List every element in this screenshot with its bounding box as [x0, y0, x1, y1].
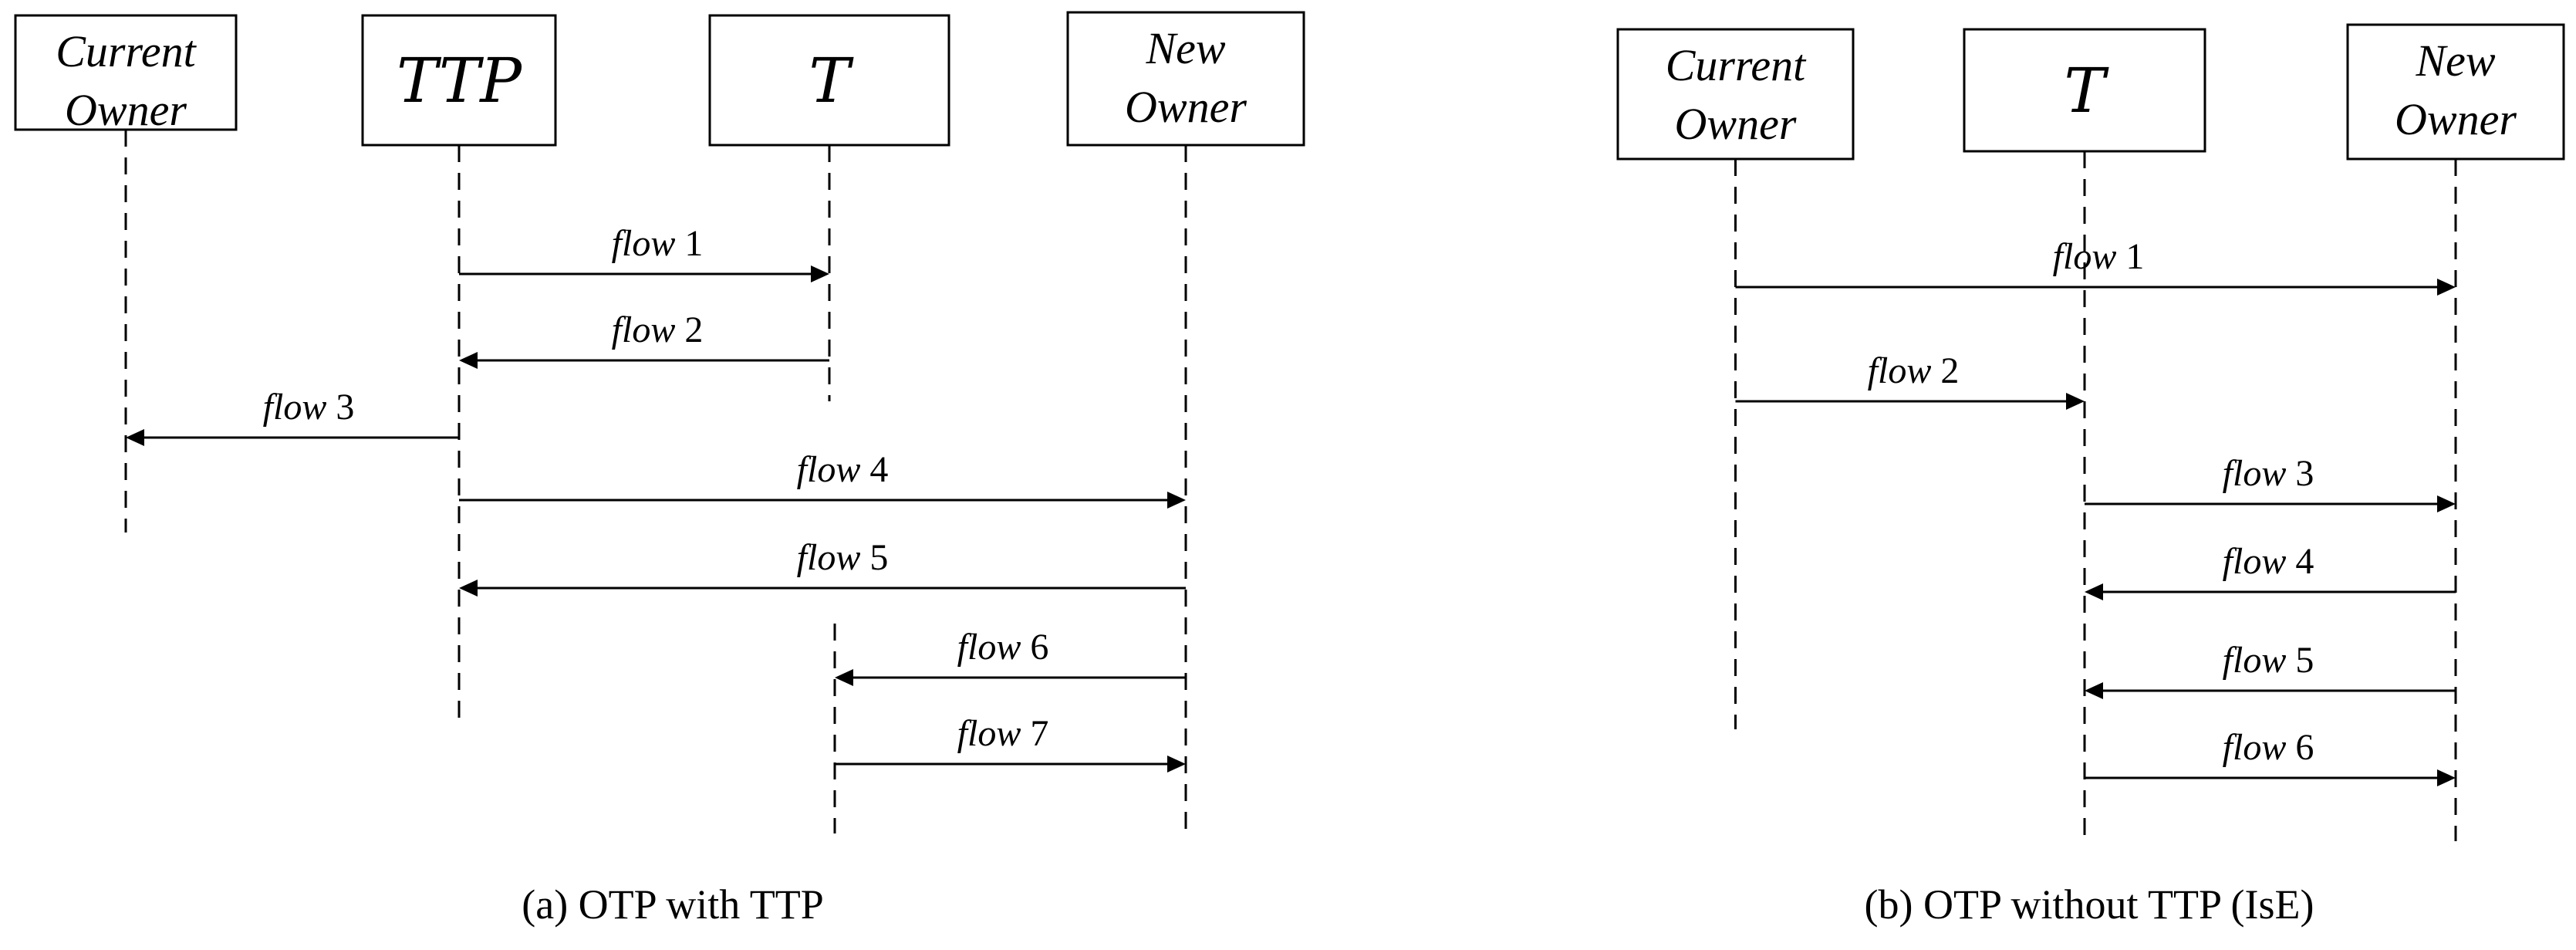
actor-label-line: Current	[1666, 40, 1807, 90]
flow-message: flow 4	[459, 449, 1186, 509]
flow-message: flow 3	[2085, 453, 2456, 512]
flow-message: flow 1	[1735, 236, 2456, 296]
actor-label: T	[2064, 55, 2109, 127]
flow-label: flow 3	[263, 387, 355, 428]
actor-label-line: Owner	[1125, 82, 1247, 132]
actor-box	[14, 14, 238, 131]
flow-label: flow 4	[2223, 541, 2314, 582]
flow-label: flow 7	[957, 713, 1049, 754]
flow-label: flow 2	[1868, 350, 1960, 391]
actor-box	[1066, 11, 1305, 147]
actor-label-line: Owner	[1675, 99, 1797, 149]
flow-arrowhead	[1167, 756, 1186, 773]
actor-t: T	[1963, 28, 2206, 153]
flow-arrowhead	[2437, 495, 2456, 512]
flow-message: flow 6	[835, 627, 1186, 686]
flow-arrowhead	[2437, 279, 2456, 296]
flow-message: flow 2	[459, 309, 829, 369]
flow-arrowhead	[459, 352, 478, 369]
flow-message: flow 1	[459, 223, 829, 282]
actor-label-line: Owner	[2395, 94, 2517, 144]
actor-box	[361, 14, 557, 147]
flow-arrowhead	[1167, 492, 1186, 509]
actor-label: T	[809, 45, 854, 117]
actor-label: TTP	[397, 45, 522, 117]
flow-message: flow 2	[1735, 350, 2085, 410]
flow-message: flow 6	[2085, 727, 2456, 786]
actor-label-line: Owner	[65, 85, 187, 135]
actor-label-line: Current	[56, 26, 197, 76]
flow-label: flow 3	[2223, 453, 2314, 494]
flow-label: flow 1	[2053, 236, 2145, 277]
flow-arrowhead	[126, 429, 144, 446]
actor-label-line: New	[2415, 35, 2495, 86]
flow-label: flow 5	[797, 537, 889, 578]
actor-box	[1963, 28, 2206, 153]
flow-message: flow 5	[2085, 640, 2456, 699]
flow-arrowhead	[2066, 393, 2085, 410]
flow-label: flow 2	[612, 309, 704, 350]
flow-label: flow 1	[612, 223, 704, 264]
diagram-caption: (a) OTP with TTP	[522, 881, 823, 928]
flow-message: flow 7	[835, 713, 1186, 773]
flow-label: flow 4	[797, 449, 889, 490]
flow-label: flow 5	[2223, 640, 2314, 681]
actor-t: T	[708, 14, 950, 147]
flow-message: flow 4	[2085, 541, 2456, 600]
actor-box	[708, 14, 950, 147]
actor-box	[1616, 28, 1855, 161]
flow-arrowhead	[835, 669, 853, 686]
flow-arrowhead	[2085, 682, 2103, 699]
flow-message: flow 3	[126, 387, 459, 446]
actor-ttp: TTP	[361, 14, 557, 147]
flow-arrowhead	[459, 580, 478, 597]
flow-arrowhead	[2085, 583, 2103, 600]
flow-label: flow 6	[957, 627, 1049, 668]
flow-arrowhead	[811, 265, 829, 282]
actor-label-line: New	[1145, 23, 1225, 73]
actor-box	[2346, 23, 2565, 161]
flow-label: flow 6	[2223, 727, 2314, 768]
flow-message: flow 5	[459, 537, 1186, 597]
diagram-caption: (b) OTP without TTP (IsE)	[1865, 881, 2314, 928]
flow-arrowhead	[2437, 769, 2456, 786]
